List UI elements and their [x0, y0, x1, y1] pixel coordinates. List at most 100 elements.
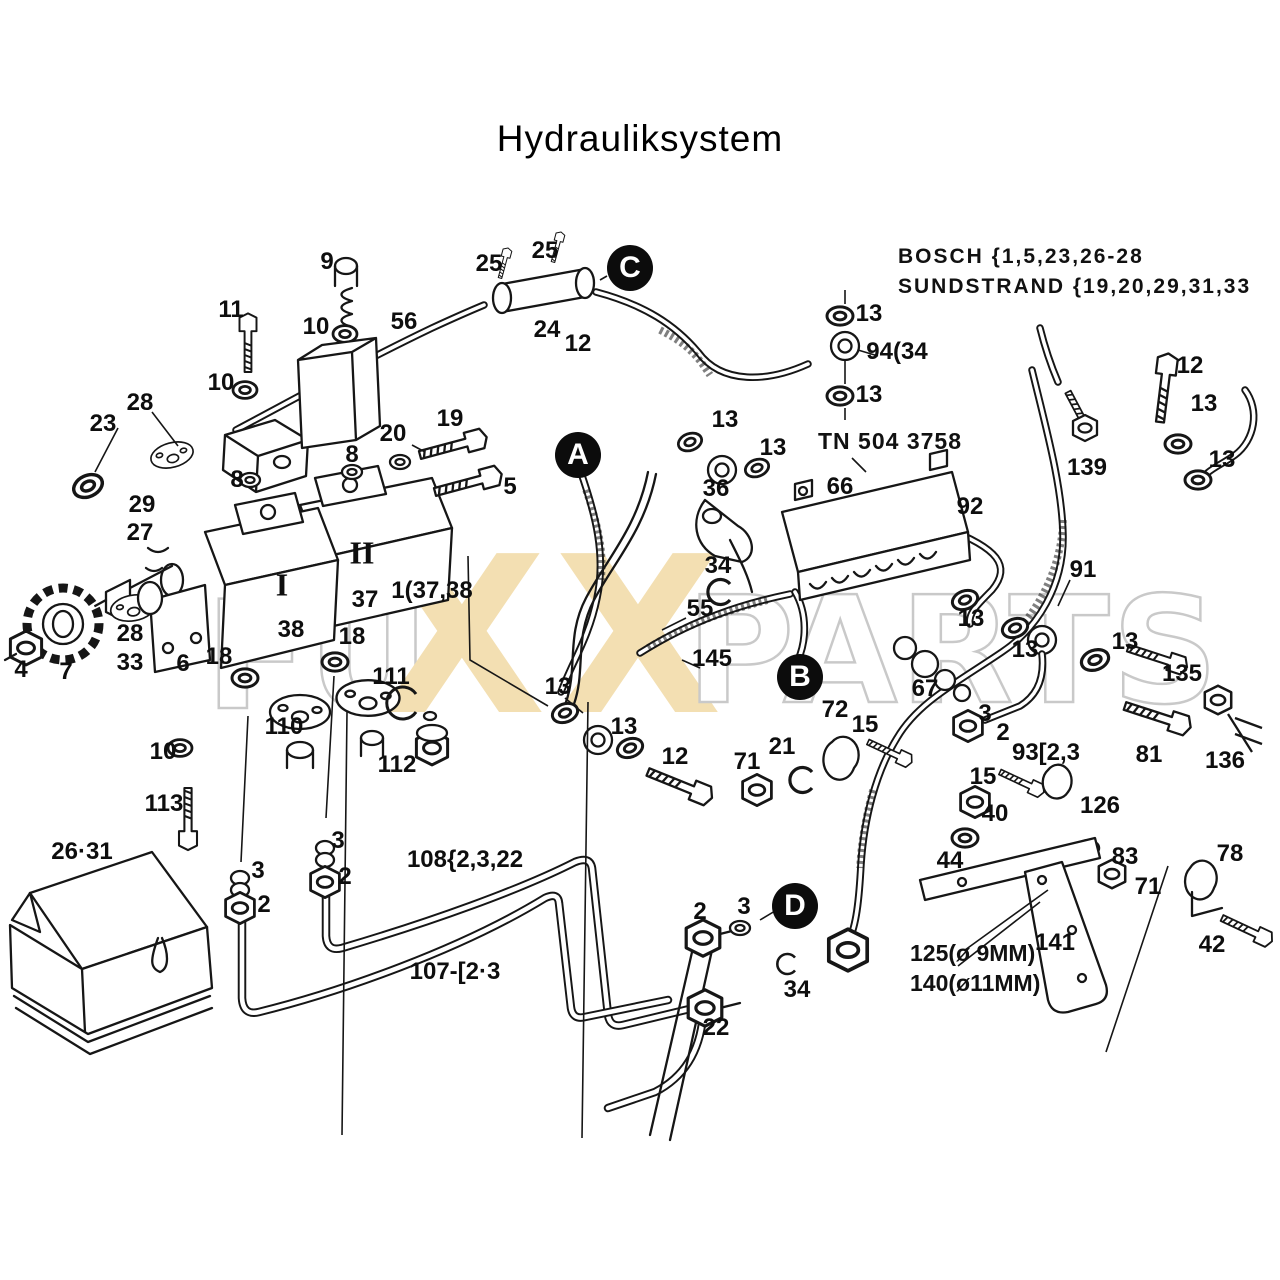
note-diameter-2: 140(ø11MM): [910, 970, 1041, 996]
part-number-label: 13: [957, 605, 985, 632]
part-number-label: 136: [1204, 747, 1246, 774]
part-number-label: 28: [126, 389, 154, 416]
pump-assembly: [93, 464, 454, 674]
part-number-label: 36: [702, 475, 730, 502]
part-number-label: 108{2,3,22: [406, 846, 524, 873]
d-assembly: [684, 907, 870, 1028]
part-number-label: 13: [1011, 636, 1039, 663]
part-number-label: 18: [338, 623, 366, 650]
hoses: [232, 288, 1258, 944]
part-number-label: 66: [826, 473, 854, 500]
part-number-label: 91: [1069, 556, 1097, 583]
part-number-label: 42: [1198, 931, 1226, 958]
part-number-label: 9: [320, 248, 334, 275]
part-number-label: 3: [737, 893, 751, 920]
note-bosch: BOSCH {1,5,23,26-28: [898, 245, 1144, 268]
part-number-label: 10: [149, 738, 177, 765]
part-number-label: 81: [1135, 741, 1163, 768]
part-number-label: 18: [205, 643, 233, 670]
part-number-label: 71: [733, 748, 761, 775]
part-number-label: 55: [686, 595, 714, 622]
gear-assembly: [3, 580, 164, 667]
part-number-label: 112: [377, 751, 417, 778]
leader-lines: [94, 349, 1071, 714]
part-number-label: 13: [1190, 390, 1218, 417]
part-number-label: 13: [759, 434, 787, 461]
part-number-label: 13: [1111, 628, 1139, 655]
part-number-label: 21: [768, 733, 796, 760]
flange-column: [166, 651, 589, 1139]
part-number-label: 3: [251, 857, 265, 884]
part-number-label: 34: [783, 976, 811, 1003]
valve-block: [780, 448, 972, 602]
part-number-label: 3: [978, 700, 992, 727]
part-number-label: 111: [372, 663, 410, 690]
part-number-label: 13: [855, 381, 883, 408]
part-number-label: 27: [126, 519, 154, 546]
part-number-label: 6: [176, 650, 190, 677]
part-number-label: I: [275, 566, 289, 603]
part-number-label: 12: [1176, 352, 1204, 379]
part-number-label: 2: [693, 898, 707, 925]
part-number-label: 28: [116, 620, 144, 647]
b-cluster: [741, 734, 916, 807]
part-number-label: 71: [1134, 873, 1162, 900]
part-number-label: 2: [996, 719, 1010, 746]
tank-fittings: [224, 839, 341, 925]
part-number-label: 25: [531, 237, 559, 264]
bracket-141: [918, 763, 1277, 1053]
part-number-label: 22: [702, 1014, 730, 1041]
part-number-label: 113: [144, 790, 184, 817]
banjo-94: [825, 290, 861, 420]
part-number-label: 25: [475, 250, 503, 277]
part-number-label: 2: [257, 891, 271, 918]
part-number-label: 13: [610, 713, 638, 740]
part-number-label: 83: [1111, 843, 1139, 870]
part-number-label: 29: [128, 491, 156, 518]
part-number-label: 2: [338, 863, 352, 890]
part-number-label: 13: [1208, 446, 1236, 473]
part-number-label: 12: [661, 743, 689, 770]
part-number-label: 94(34: [866, 338, 928, 365]
part-number-label: 3: [331, 827, 345, 854]
part-number-label: 34: [704, 552, 732, 579]
part-number-label: 13: [711, 406, 739, 433]
part-number-label: 10: [302, 313, 330, 340]
note-part-code: TN 504 3758: [818, 428, 962, 454]
part-number-label: 13: [855, 300, 883, 327]
part-number-label: 145: [691, 645, 733, 672]
mid-fittings: [548, 428, 773, 809]
part-number-label: 13: [544, 673, 572, 700]
part-number-label: 141: [1034, 929, 1076, 956]
top-left-parts: [68, 256, 506, 573]
part-number-label: 44: [936, 847, 964, 874]
section-marker-c: C: [607, 245, 653, 291]
part-number-label: 135: [1161, 660, 1203, 687]
part-number-label: 33: [116, 649, 144, 676]
fitting-24: [491, 230, 608, 315]
section-marker-b: B: [777, 654, 823, 700]
part-number-label: 12: [564, 330, 592, 357]
part-number-label: 38: [277, 616, 305, 643]
part-number-label: II: [349, 534, 375, 571]
part-number-label: 19: [436, 405, 464, 432]
pipes: [237, 855, 742, 1142]
part-number-label: 7: [59, 658, 73, 685]
part-number-label: 1(37,38: [391, 577, 473, 604]
part-number-label: 126: [1079, 792, 1121, 819]
part-number-label: 26·31: [51, 838, 113, 865]
part-number-label: 107-[2·3: [409, 958, 501, 985]
part-number-label: 15: [851, 711, 879, 738]
part-number-label: 23: [89, 410, 117, 437]
part-number-label: 15: [969, 763, 997, 790]
part-number-label: 110: [264, 713, 304, 740]
part-number-label: 4: [14, 656, 28, 683]
part-number-label: 8: [230, 466, 244, 493]
note-diameter-1: 125(ø 9MM): [910, 940, 1036, 966]
tank: [8, 850, 214, 1056]
part-number-label: 78: [1216, 840, 1244, 867]
section-marker-d: D: [772, 883, 818, 929]
part-number-label: 24: [533, 316, 561, 343]
part-number-label: 92: [956, 493, 984, 520]
